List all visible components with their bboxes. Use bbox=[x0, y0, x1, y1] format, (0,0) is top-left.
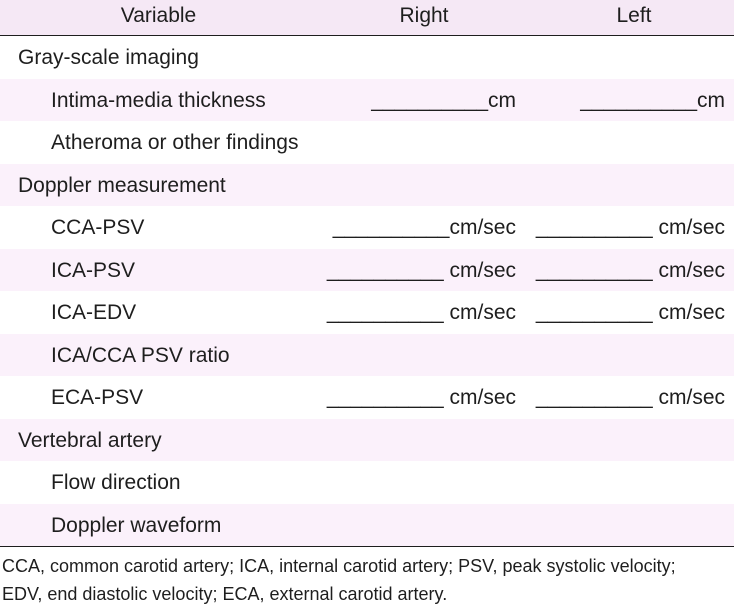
right-value: __________cm bbox=[371, 88, 516, 112]
row-label: Flow direction bbox=[51, 471, 181, 494]
table-row: ICA-EDV __________ cm/sec __________ cm/… bbox=[0, 291, 734, 334]
row-label: Vertebral artery bbox=[18, 428, 162, 452]
table-row: Doppler measurement bbox=[0, 163, 734, 206]
row-label: CCA-PSV bbox=[51, 216, 145, 239]
row-label: Intima-media thickness bbox=[51, 88, 266, 112]
right-value: __________ cm/sec bbox=[326, 386, 516, 409]
table-row: Intima-media thickness __________cm ____… bbox=[0, 78, 734, 121]
left-value: __________ cm/sec bbox=[535, 386, 725, 409]
right-value: __________ cm/sec bbox=[326, 258, 516, 282]
table-bottom-rule bbox=[0, 546, 734, 547]
row-label: ICA/CCA PSV ratio bbox=[51, 343, 230, 367]
table-row: ICA/CCA PSV ratio bbox=[0, 333, 734, 376]
right-value: __________cm/sec bbox=[332, 216, 516, 239]
row-label: Doppler waveform bbox=[51, 513, 222, 537]
table-row: Vertebral artery bbox=[0, 418, 734, 461]
row-label: Gray-scale imaging bbox=[18, 46, 199, 69]
header-left: Left bbox=[616, 4, 652, 27]
table-row: Gray-scale imaging bbox=[0, 36, 734, 79]
row-label: Doppler measurement bbox=[18, 173, 226, 197]
table-row: Atheroma or other findings bbox=[0, 121, 734, 164]
table-row: Flow direction bbox=[0, 461, 734, 504]
row-label: ICA-EDV bbox=[51, 301, 137, 324]
table-row: ICA-PSV __________ cm/sec __________ cm/… bbox=[0, 248, 734, 291]
table-row: Doppler waveform bbox=[0, 503, 734, 546]
left-value: __________ cm/sec bbox=[535, 258, 725, 282]
row-label: ICA-PSV bbox=[51, 258, 136, 282]
table-row: CCA-PSV __________cm/sec __________ cm/s… bbox=[0, 206, 734, 249]
header-variable: Variable bbox=[120, 4, 197, 27]
row-label: ECA-PSV bbox=[51, 386, 144, 409]
table-header: Variable Right Left bbox=[0, 0, 734, 36]
table-row: ECA-PSV __________ cm/sec __________ cm/… bbox=[0, 376, 734, 419]
carotid-ultrasound-table: Variable Right Left Gray-scale imaging I… bbox=[0, 0, 734, 546]
left-value: __________cm bbox=[580, 88, 725, 112]
header-right: Right bbox=[399, 4, 449, 27]
row-label: Atheroma or other findings bbox=[51, 131, 299, 154]
left-value: __________ cm/sec bbox=[535, 216, 725, 239]
left-value: __________ cm/sec bbox=[535, 301, 725, 324]
footnote-line-2: EDV, end diastolic velocity; ECA, extern… bbox=[2, 584, 448, 604]
right-value: __________ cm/sec bbox=[326, 301, 516, 324]
footnote-line-1: CCA, common carotid artery; ICA, interna… bbox=[2, 556, 676, 576]
table-footnote: CCA, common carotid artery; ICA, interna… bbox=[2, 552, 734, 608]
